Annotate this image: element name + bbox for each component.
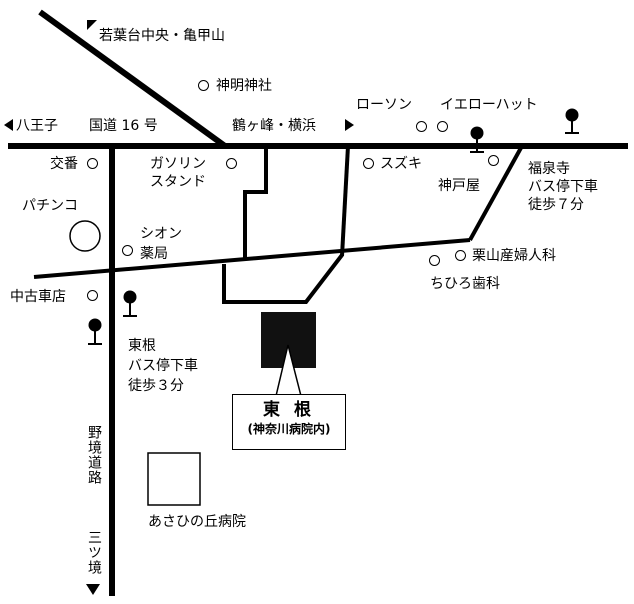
noza-road-label: 野境道路 [86, 425, 102, 485]
chihiro-dental-marker [429, 255, 440, 266]
used-car-marker [87, 290, 98, 301]
gas-station-label: ガソリン スタンド [150, 156, 206, 190]
asahi-hospital-marker [147, 452, 201, 506]
bus-stop-icon [470, 126, 484, 153]
shinmei-shrine-marker [198, 80, 209, 91]
west-direction-label: 八王子 [16, 118, 58, 134]
east-direction-label: 鶴ヶ峰・横浜 [232, 118, 316, 134]
higashine-bus-label: 東根 バス停下車 徒歩３分 [128, 338, 198, 394]
shion-pharmacy-marker [122, 245, 133, 256]
chihiro-dental-label: ちひろ歯科 [430, 276, 500, 292]
kanbeya-label: 神戸屋 [438, 178, 480, 194]
north-diagonal-road [38, 9, 227, 149]
asahi-hospital-label: あさひの丘病院 [148, 514, 246, 530]
kuriyama-clinic-label: 栗山産婦人科 [472, 248, 556, 264]
north-direction-label: 若葉台中央・亀甲山 [99, 28, 225, 44]
south-direction-label: 三ツ境 [86, 530, 102, 575]
north-arrow-icon [87, 20, 97, 30]
kuriyama-clinic-marker [455, 250, 466, 261]
destination-note: (神奈川病院内) [247, 422, 331, 436]
suzuki-label: スズキ [380, 156, 422, 172]
south-arrow-icon [86, 584, 100, 595]
suzuki-marker [363, 158, 374, 169]
local-street-2 [340, 145, 350, 257]
destination-callout: 東 根 (神奈川病院内) [232, 394, 346, 450]
bus-stop-icon [123, 290, 137, 317]
yellow-hat-label: イエローハット [440, 97, 538, 113]
east-arrow-icon [345, 119, 354, 131]
west-arrow-icon [4, 119, 13, 131]
cross-road [33, 238, 471, 279]
koban-marker [87, 158, 98, 169]
destination-name: 東 根 [263, 400, 315, 420]
pachinko-marker [69, 220, 101, 252]
east-diagonal-road [468, 145, 524, 241]
bus-stop-icon [565, 108, 579, 134]
lawson-label: ローソン [356, 97, 412, 113]
used-car-label: 中古車店 [10, 289, 66, 305]
shinmei-shrine-label: 神明神社 [216, 78, 272, 94]
koban-label: 交番 [50, 156, 78, 172]
fukusenji-bus-label: 福泉寺 バス停下車 徒歩７分 [528, 161, 598, 213]
kanbeya-marker [488, 155, 499, 166]
gas-station-marker [226, 158, 237, 169]
lawson-marker [416, 121, 427, 132]
yellow-hat-marker [437, 121, 448, 132]
shion-pharmacy-label: シオン 薬局 [140, 226, 182, 262]
route-16-label: 国道 16 号 [89, 118, 158, 134]
local-street-1 [243, 146, 268, 260]
bus-stop-icon [88, 318, 102, 345]
pachinko-label: パチンコ [22, 198, 78, 214]
local-street-3 [222, 253, 344, 304]
